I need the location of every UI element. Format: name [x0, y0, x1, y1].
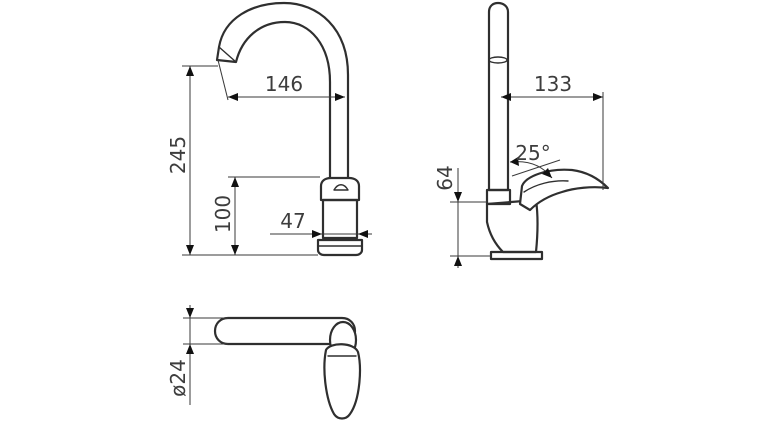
dim-47-arrow-right	[358, 230, 368, 238]
front-handle-mark	[333, 184, 349, 191]
dim-146-arrow-left	[228, 93, 238, 101]
dim-100-arrow-bottom	[231, 245, 239, 255]
front-handle	[319, 176, 361, 202]
dim-47-arrow-left	[312, 230, 322, 238]
dim-64-arrow-bottom	[454, 256, 462, 266]
dim-24-arrow-bottom	[186, 344, 194, 354]
side-aerator	[488, 56, 508, 64]
side-lever-detail	[523, 180, 569, 193]
dim-25-arrow-left	[510, 157, 519, 166]
front-base	[316, 238, 364, 257]
dim-245-arrow-top	[186, 66, 194, 76]
dim-24-label: ø24	[166, 359, 190, 397]
dim-64-label: 64	[433, 165, 457, 190]
dim-245-arrow-bottom	[186, 245, 194, 255]
front-spout-tip	[218, 46, 237, 63]
dim-24-arrow-top	[186, 308, 194, 318]
dim-133-arrow-right	[593, 93, 603, 101]
dim-146-arrow-right	[335, 93, 345, 101]
dim-25-ray	[511, 159, 561, 177]
side-view: 133 25° 64	[433, 1, 610, 268]
front-view: 146 245 100 47	[166, 1, 372, 257]
top-lever	[323, 343, 362, 420]
dim-133-label: 133	[534, 72, 572, 96]
dim-245-label: 245	[166, 136, 190, 174]
front-body	[321, 198, 359, 240]
side-spout	[487, 1, 510, 192]
dim-146-label: 146	[265, 72, 303, 96]
dim-146-extension	[217, 59, 229, 101]
side-collar	[485, 188, 512, 206]
top-view: ø24	[166, 305, 362, 420]
dim-47-label: 47	[280, 209, 305, 233]
side-base	[489, 250, 544, 261]
dim-100-arrow-top	[231, 177, 239, 187]
dim-100-label: 100	[211, 195, 235, 233]
dim-25-label: 25°	[515, 141, 550, 165]
dim-133-arrow-left	[501, 93, 511, 101]
dim-64-arrow-top	[454, 192, 462, 202]
front-spout	[215, 1, 350, 184]
dim-25-arrow-right	[542, 168, 552, 178]
side-lever	[518, 168, 610, 212]
